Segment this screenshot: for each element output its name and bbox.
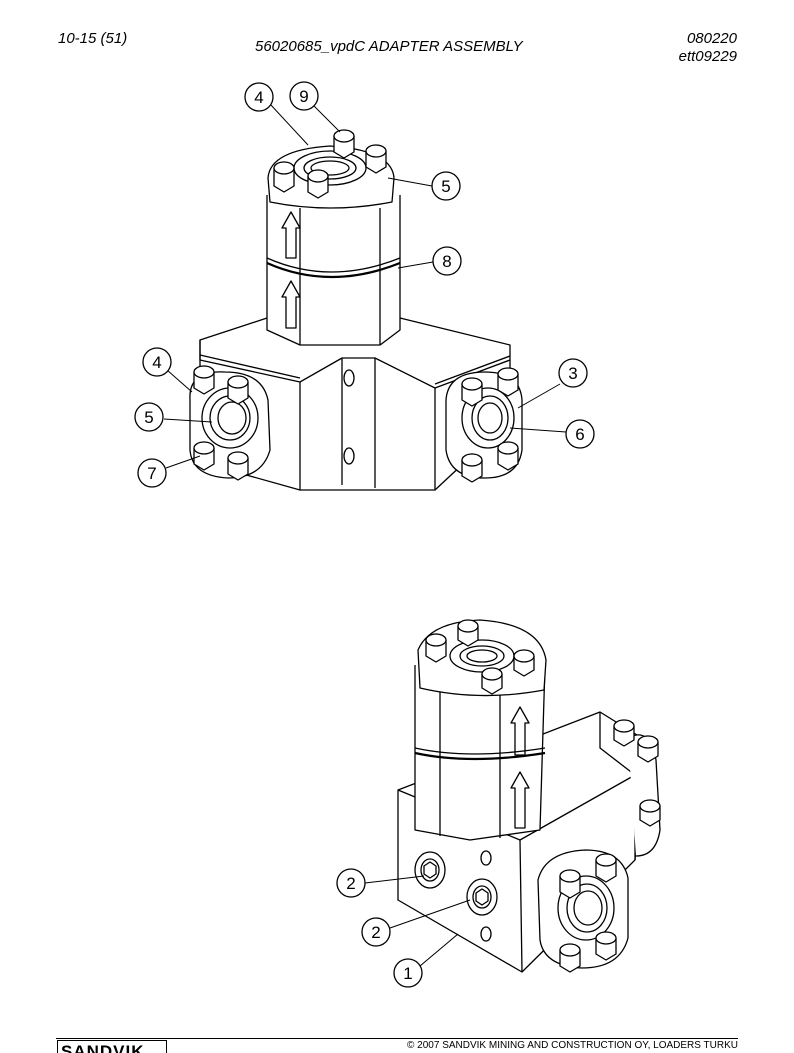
- svg-text:2: 2: [346, 874, 355, 893]
- bottom-view-drawing: 2 2 1: [336, 619, 661, 988]
- flange-top-bottom-view: [417, 619, 547, 697]
- bolt-icon: [497, 367, 519, 397]
- bolt-icon: [613, 719, 635, 747]
- svg-text:4: 4: [254, 88, 263, 107]
- callout-6: 6: [565, 419, 595, 449]
- pipe-section-bottom: [414, 664, 546, 841]
- footer-divider: [56, 1038, 738, 1039]
- svg-text:9: 9: [299, 87, 308, 106]
- svg-text:6: 6: [575, 425, 584, 444]
- bolt-icon: [333, 129, 355, 159]
- bolt-icon: [365, 144, 387, 174]
- page-reference: 10-15 (51): [58, 30, 128, 47]
- copyright-notice: © 2007 SANDVIK MINING AND CONSTRUCTION O…: [407, 1040, 738, 1051]
- callouts-bottom: 2 2 1: [336, 868, 423, 988]
- bolt-icon: [559, 869, 581, 899]
- callout-8: 8: [432, 246, 462, 276]
- plug-icon: [414, 851, 446, 889]
- flange-right: [445, 367, 523, 483]
- bolt-icon: [559, 943, 581, 973]
- callout-2: 2: [336, 868, 366, 898]
- bolt-icon: [227, 375, 249, 405]
- drawing-code: 080220 ett09229: [679, 30, 737, 66]
- bolt-icon: [425, 633, 447, 663]
- bolt-icon: [639, 799, 661, 827]
- bolt-icon: [193, 441, 215, 471]
- callout-5: 5: [431, 171, 461, 201]
- bolt-icon: [461, 377, 483, 407]
- document-title: 56020685_vpdC ADAPTER ASSEMBLY: [255, 38, 523, 55]
- svg-text:4: 4: [152, 353, 161, 372]
- svg-text:2: 2: [371, 923, 380, 942]
- bolt-icon: [637, 735, 659, 763]
- pipe-section-top: [266, 195, 401, 346]
- leader-lines-top: [163, 103, 567, 469]
- bolt-icon: [193, 365, 215, 395]
- callout-4: 4: [142, 347, 172, 377]
- callout-3: 3: [558, 358, 588, 388]
- bolt-icon: [595, 931, 617, 961]
- bolt-icon: [497, 441, 519, 471]
- sandvik-logo: SANDVIK: [57, 1040, 167, 1053]
- drawing-code-date: 080220: [686, 30, 737, 47]
- flow-arrow-icon: [281, 211, 301, 259]
- flange-front: [537, 849, 629, 973]
- flange-far-side: [613, 719, 661, 857]
- callout-1: 1: [393, 958, 423, 988]
- flow-arrow-icon: [281, 280, 301, 329]
- flow-arrow-icon: [510, 771, 530, 829]
- flange-top: [267, 129, 395, 209]
- callout-7: 7: [137, 458, 167, 488]
- svg-text:3: 3: [568, 364, 577, 383]
- callouts-top: 4 9 5 8 4 5 7 3 6: [134, 81, 595, 488]
- svg-text:5: 5: [441, 177, 450, 196]
- bolt-icon: [227, 451, 249, 481]
- assembly-drawing: 4 9 5 8 4 5 7 3 6: [134, 81, 661, 988]
- bolt-icon: [461, 453, 483, 483]
- svg-text:1: 1: [403, 964, 412, 983]
- callout-4: 4: [244, 82, 274, 112]
- bolt-icon: [307, 169, 329, 199]
- callout-5: 5: [134, 402, 164, 432]
- plug-icon: [466, 878, 498, 916]
- bolt-icon: [481, 667, 503, 695]
- drawing-code-id: ett09229: [678, 48, 737, 65]
- leader-lines-bottom: [364, 875, 471, 967]
- bolt-icon: [513, 649, 535, 677]
- svg-text:5: 5: [144, 408, 153, 427]
- bolt-icon: [273, 161, 295, 193]
- adapter-block-top: [199, 317, 511, 491]
- flow-arrow-icon: [510, 706, 530, 756]
- top-view-drawing: 4 9 5 8 4 5 7 3 6: [134, 81, 595, 491]
- svg-text:7: 7: [147, 464, 156, 483]
- callout-2: 2: [361, 917, 391, 947]
- bolt-icon: [595, 853, 617, 883]
- svg-text:8: 8: [442, 252, 451, 271]
- bolt-icon: [457, 619, 479, 647]
- flange-left: [189, 365, 271, 481]
- callout-9: 9: [289, 81, 319, 111]
